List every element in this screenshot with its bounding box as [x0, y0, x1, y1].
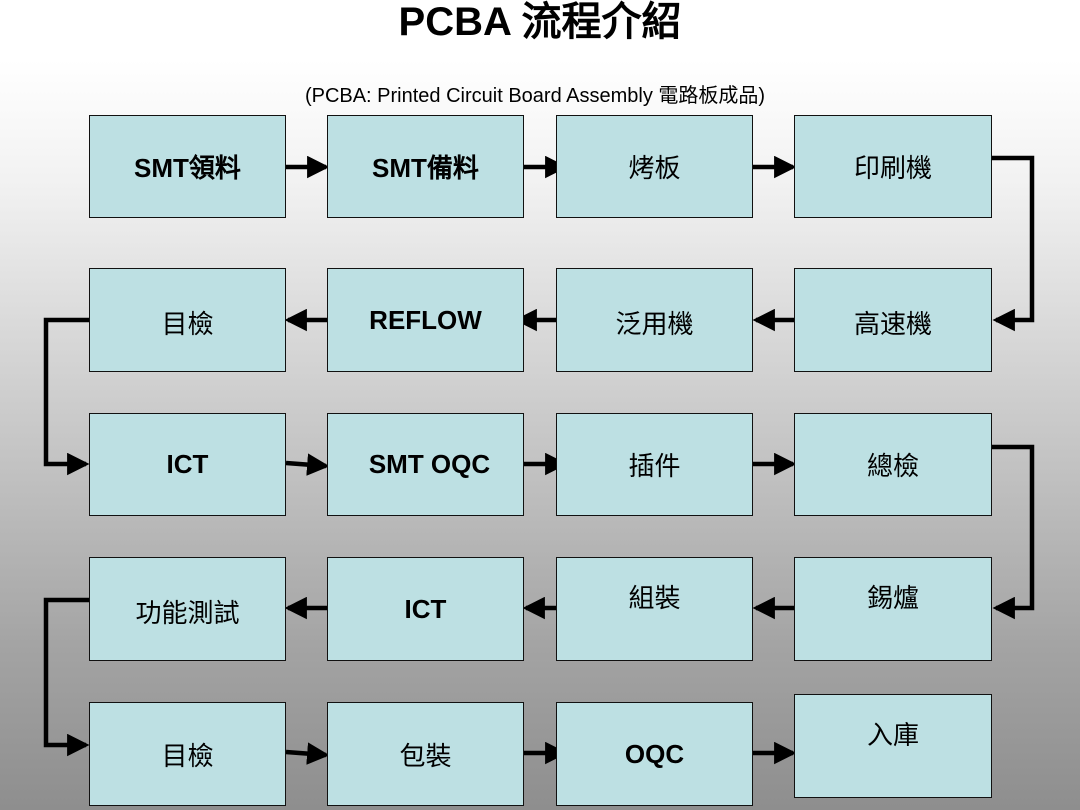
arrow-r3-1-2 — [285, 453, 330, 476]
step-insertion: 插件 — [556, 413, 753, 516]
step-final-inspection: 總檢 — [794, 413, 992, 516]
step-reflow: REFLOW — [327, 268, 524, 372]
step-ict-1: ICT — [89, 413, 286, 516]
step-smt-oqc: SMT OQC — [327, 413, 524, 516]
step-solder-furnace: 錫爐 — [794, 557, 992, 661]
step-printer: 印刷機 — [794, 115, 992, 218]
page-title: PCBA 流程介紹 — [398, 0, 682, 44]
arrow-r5-1-2 — [285, 742, 330, 765]
step-general-purpose-machine: 泛用機 — [556, 268, 753, 372]
step-assembly: 組裝 — [556, 557, 753, 661]
step-high-speed-machine: 高速機 — [794, 268, 992, 372]
connector-r2-r3 — [43, 317, 90, 476]
step-visual-inspection-2: 目檢 — [89, 702, 286, 806]
step-warehousing: 入庫 — [794, 694, 992, 798]
connector-r3-r4 — [992, 444, 1035, 620]
connector-r1-r2 — [992, 155, 1035, 332]
step-packaging: 包裝 — [327, 702, 524, 806]
step-ict-2: ICT — [327, 557, 524, 661]
page-subtitle: (PCBA: Printed Circuit Board Assembly 電路… — [304, 85, 766, 107]
step-visual-inspection-1: 目檢 — [89, 268, 286, 372]
step-smt-material-prep: SMT備料 — [327, 115, 524, 218]
connector-r4-r5 — [43, 597, 90, 757]
step-board-baking: 烤板 — [556, 115, 753, 218]
step-smt-material-pickup: SMT領料 — [89, 115, 286, 218]
step-oqc: OQC — [556, 702, 753, 806]
step-function-test: 功能測試 — [89, 557, 286, 661]
